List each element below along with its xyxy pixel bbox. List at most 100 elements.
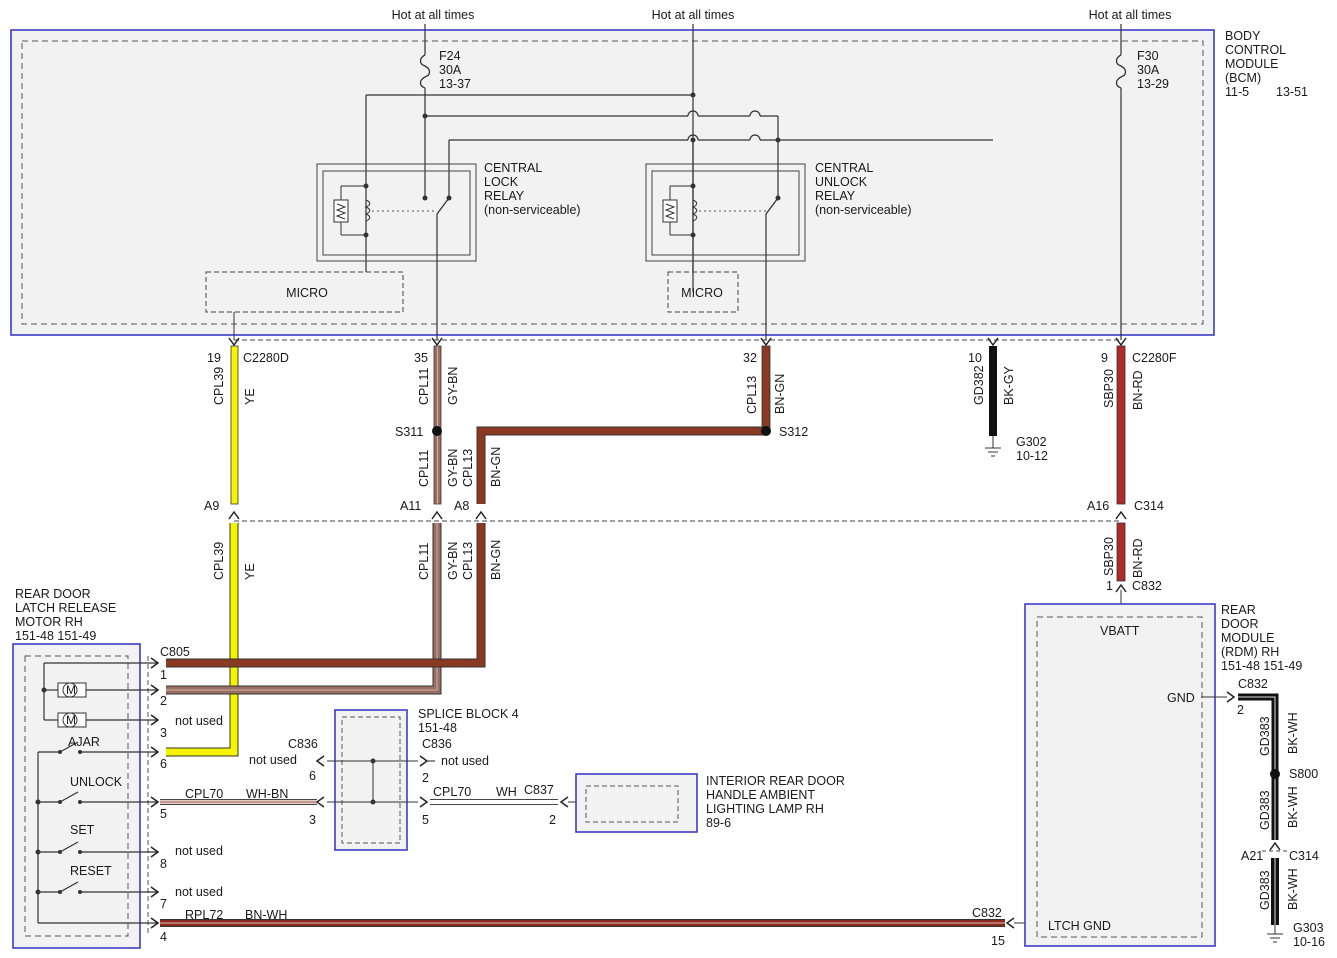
motor-connector-arrows bbox=[150, 657, 160, 929]
wire-cpl13-lower: CPL13 BN-GN bbox=[166, 523, 503, 668]
svg-text:MICRO: MICRO bbox=[286, 286, 328, 300]
motor-pin-labels: C805 1 2 3 6 5 8 7 4 bbox=[160, 645, 190, 944]
junction-dot bbox=[775, 137, 781, 143]
svg-text:GD383: GD383 bbox=[1258, 790, 1272, 830]
svg-text:F24: F24 bbox=[439, 49, 461, 63]
junction-dot bbox=[690, 92, 696, 98]
bcm-internal-wiring bbox=[365, 88, 1122, 340]
svg-text:A11: A11 bbox=[400, 499, 421, 513]
bcm-pin-labels: 19 C2280D 35 32 10 9 C2280F bbox=[207, 351, 1177, 365]
splice-block-title: SPLICE BLOCK 4 151-48 bbox=[418, 707, 519, 735]
svg-text:A8: A8 bbox=[454, 499, 469, 513]
svg-text:MICRO: MICRO bbox=[681, 286, 723, 300]
svg-text:2: 2 bbox=[422, 771, 429, 785]
svg-text:BN-GN: BN-GN bbox=[489, 540, 503, 580]
svg-text:BN-GN: BN-GN bbox=[489, 447, 503, 487]
junction-dots-motor bbox=[35, 687, 82, 895]
svg-text:BK-GY: BK-GY bbox=[1002, 365, 1016, 405]
svg-text:BK-WH: BK-WH bbox=[1286, 786, 1300, 828]
svg-text:19: 19 bbox=[207, 351, 221, 365]
rdm-labels: VBATT GND LTCH GND bbox=[1048, 624, 1195, 933]
svg-text:9: 9 bbox=[1101, 351, 1108, 365]
svg-text:15: 15 bbox=[991, 934, 1005, 948]
svg-text:S311: S311 bbox=[395, 425, 423, 439]
svg-text:Hot at all times: Hot at all times bbox=[392, 8, 475, 22]
svg-text:2: 2 bbox=[549, 813, 556, 827]
wire-cpl70-whbn: CPL70 WH-BN bbox=[160, 787, 317, 805]
bcm-title: BODY CONTROL MODULE (BCM) 11-5 13-51 bbox=[1225, 29, 1308, 99]
svg-text:GY-BN: GY-BN bbox=[446, 542, 460, 580]
svg-text:YE: YE bbox=[243, 563, 257, 580]
wire-cpl70-wh: CPL70 WH C837 2 bbox=[430, 783, 586, 827]
svg-text:GY-BN: GY-BN bbox=[446, 367, 460, 405]
svg-text:GND: GND bbox=[1167, 691, 1195, 705]
central-unlock-relay-label: CENTRAL UNLOCK RELAY (non-serviceable) bbox=[815, 161, 912, 217]
micro-box-1: MICRO bbox=[205, 271, 404, 340]
svg-text:CPL11: CPL11 bbox=[417, 450, 431, 487]
svg-text:151-48: 151-48 bbox=[418, 721, 457, 735]
svg-text:DOOR: DOOR bbox=[1221, 617, 1259, 631]
svg-text:MOTOR RH: MOTOR RH bbox=[15, 615, 83, 629]
svg-text:5: 5 bbox=[422, 813, 429, 827]
svg-text:32: 32 bbox=[743, 351, 757, 365]
svg-text:SPLICE BLOCK 4: SPLICE BLOCK 4 bbox=[418, 707, 519, 721]
ground-g303: G303 10-16 bbox=[1267, 921, 1325, 949]
rdm-module bbox=[1024, 603, 1216, 947]
svg-text:CENTRAL: CENTRAL bbox=[484, 161, 542, 175]
central-lock-relay bbox=[316, 163, 477, 340]
svg-text:LTCH GND: LTCH GND bbox=[1048, 919, 1111, 933]
svg-text:GD382: GD382 bbox=[972, 365, 986, 405]
svg-text:A21: A21 bbox=[1241, 849, 1263, 863]
svg-text:CPL13: CPL13 bbox=[461, 449, 475, 487]
svg-text:S800: S800 bbox=[1289, 767, 1318, 781]
svg-text:UNLOCK: UNLOCK bbox=[815, 175, 868, 189]
svg-text:BK-WH: BK-WH bbox=[1286, 712, 1300, 754]
svg-text:10-12: 10-12 bbox=[1016, 449, 1048, 463]
c314-ground-connector-labels: A21 C314 bbox=[1241, 849, 1319, 863]
svg-text:C832: C832 bbox=[1132, 579, 1162, 593]
motor-switch-labels: AJAR UNLOCK SET RESET bbox=[68, 735, 123, 878]
svg-text:2: 2 bbox=[160, 694, 167, 708]
svg-text:C836: C836 bbox=[288, 737, 318, 751]
svg-text:REAR: REAR bbox=[1221, 603, 1256, 617]
svg-text:INTERIOR REAR DOOR: INTERIOR REAR DOOR bbox=[706, 774, 845, 788]
svg-text:30A: 30A bbox=[1137, 63, 1160, 77]
svg-text:11-5: 11-5 bbox=[1225, 85, 1249, 99]
wire-gd383: C832 2 GD383 BK-WH GD383 BK-WH GD383 BK-… bbox=[1201, 677, 1300, 925]
wire-cpl11-lower: CPL11 GY-BN bbox=[166, 523, 460, 695]
svg-text:not used: not used bbox=[175, 714, 223, 728]
svg-text:C2280F: C2280F bbox=[1132, 351, 1177, 365]
c314-connector-arrows bbox=[228, 510, 1127, 593]
svg-text:LIGHTING LAMP RH: LIGHTING LAMP RH bbox=[706, 802, 824, 816]
svg-text:CONTROL: CONTROL bbox=[1225, 43, 1286, 57]
svg-text:30A: 30A bbox=[439, 63, 462, 77]
svg-text:35: 35 bbox=[414, 351, 428, 365]
wire-sbp30-upper: SBP30 BN-RD bbox=[1102, 345, 1145, 505]
svg-text:SBP30: SBP30 bbox=[1102, 537, 1116, 576]
svg-text:not used: not used bbox=[175, 885, 223, 899]
svg-text:5: 5 bbox=[160, 807, 167, 821]
svg-text:RELAY: RELAY bbox=[815, 189, 856, 203]
junction-dot bbox=[690, 137, 696, 143]
svg-text:UNLOCK: UNLOCK bbox=[70, 775, 123, 789]
svg-text:MODULE: MODULE bbox=[1225, 57, 1278, 71]
svg-text:89-6: 89-6 bbox=[706, 816, 731, 830]
svg-text:A9: A9 bbox=[204, 499, 219, 513]
svg-text:LOCK: LOCK bbox=[484, 175, 519, 189]
junction-dot bbox=[422, 113, 428, 119]
svg-text:GD383: GD383 bbox=[1258, 870, 1272, 910]
svg-text:YE: YE bbox=[243, 388, 257, 405]
bcm-module bbox=[10, 29, 1215, 336]
svg-text:S312: S312 bbox=[779, 425, 808, 439]
svg-text:C836: C836 bbox=[422, 737, 452, 751]
ground-g302: G302 10-12 bbox=[985, 435, 1048, 463]
svg-text:(BCM): (BCM) bbox=[1225, 71, 1261, 85]
svg-text:Hot at all times: Hot at all times bbox=[1089, 8, 1172, 22]
svg-text:CPL11: CPL11 bbox=[417, 543, 431, 580]
ambient-lamp bbox=[575, 773, 698, 833]
svg-text:C314: C314 bbox=[1289, 849, 1319, 863]
svg-text:CPL70: CPL70 bbox=[433, 785, 471, 799]
svg-text:8: 8 bbox=[160, 857, 167, 871]
splice-block-pins: C836 6 3 C836 2 5 bbox=[288, 737, 452, 827]
